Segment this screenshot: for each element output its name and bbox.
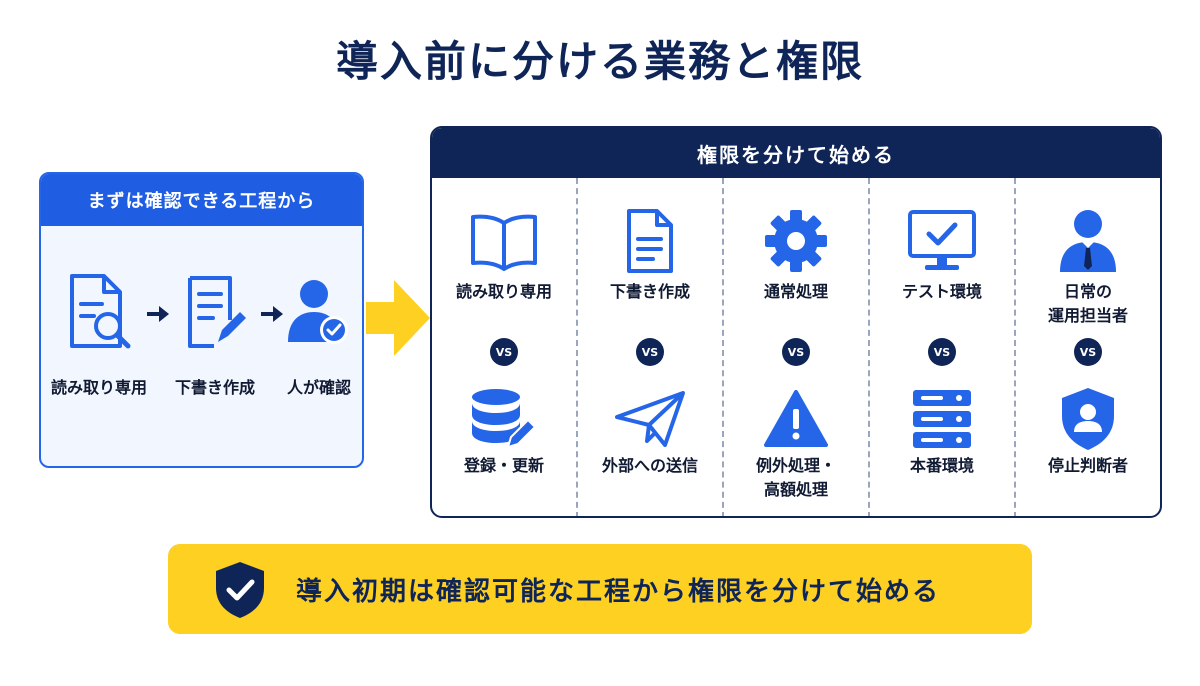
column-top-label: 日常の 運用担当者 [1047,282,1128,325]
column-top-label: 読み取り専用 [455,282,552,301]
comparison-column: 日常の 運用担当者 VS 停止判断者 [1016,178,1160,516]
step-flow [41,272,362,362]
vs-badge: VS [928,338,956,366]
right-panel-header: 権限を分けて始める [432,128,1160,178]
vs-badge: VS [1074,338,1102,366]
comparison-column: 下書き作成 VS 外部への送信 [578,178,724,516]
column-bottom-label: 外部への送信 [601,456,698,475]
document-search-icon [61,272,137,352]
document-icon [615,206,685,276]
big-arrow-icon [366,280,430,356]
vs-badge: VS [782,338,810,366]
shield-check-icon [212,560,268,620]
step-label-human-check: 人が確認 [286,378,351,397]
user-tie-icon [1053,206,1123,276]
column-top-label: 通常処理 [763,282,828,301]
page-title: 導入前に分ける業務と権限 [335,37,864,86]
comparison-column: 通常処理 VS 例外処理・ 高額処理 [724,178,870,516]
left-panel-header: まずは確認できる工程から [41,174,362,226]
warning-icon [760,384,832,454]
server-icon [906,384,978,454]
column-top-label: テスト環境 [901,282,982,301]
arrow-right-icon [147,304,169,324]
monitor-check-icon [907,206,977,276]
comparison-column: 読み取り専用 VS 登録・更新 [432,178,578,516]
shield-user-icon [1052,384,1124,454]
column-bottom-label: 本番環境 [909,456,974,475]
vs-badge: VS [636,338,664,366]
document-edit-icon [177,272,253,352]
database-edit-icon [468,384,540,454]
conclusion-text: 導入初期は確認可能な工程から権限を分けて始める [296,576,941,607]
step-label-draft: 下書き作成 [174,378,255,397]
conclusion-banner: 導入初期は確認可能な工程から権限を分けて始める [168,544,1032,634]
left-panel: まずは確認できる工程から [39,172,364,468]
column-bottom-label: 例外処理・ 高額処理 [755,456,836,499]
user-check-icon [281,272,357,352]
open-book-icon [469,206,539,276]
comparison-columns: 読み取り専用 VS 登録・更新 [432,178,1160,516]
comparison-column: テスト環境 VS 本番環境 [870,178,1016,516]
column-bottom-label: 停止判断者 [1047,456,1128,475]
arrow-right-icon [261,304,283,324]
paper-plane-icon [614,384,686,454]
column-bottom-label: 登録・更新 [463,456,544,475]
vs-badge: VS [490,338,518,366]
column-top-label: 下書き作成 [609,282,690,301]
step-label-read-only: 読み取り専用 [50,378,147,397]
gear-icon [761,206,831,276]
right-panel: 権限を分けて始める 読み取り専用 VS 登録・更新 [430,126,1162,518]
